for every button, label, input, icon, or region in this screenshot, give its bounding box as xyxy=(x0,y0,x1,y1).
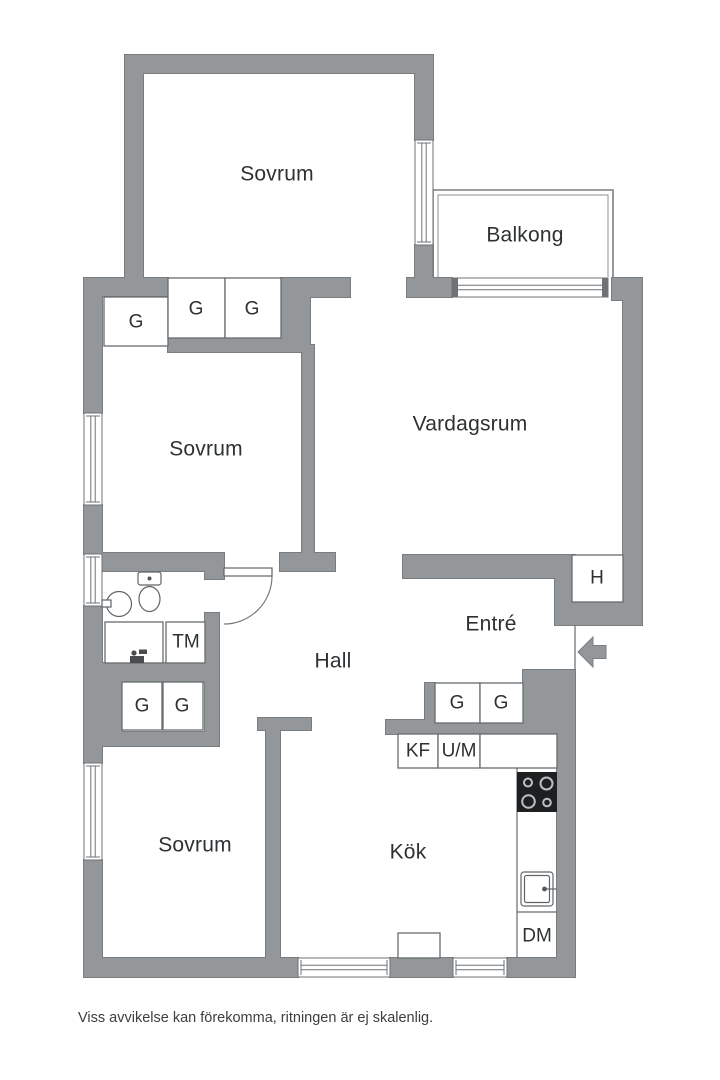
wall-segment xyxy=(302,345,314,555)
stove-symbol xyxy=(517,772,557,812)
wall-segment xyxy=(403,555,575,578)
wall-segment xyxy=(84,606,102,763)
closet-box xyxy=(479,733,558,769)
wall-segment xyxy=(425,683,435,725)
wall-segment xyxy=(205,571,224,579)
window-symbol xyxy=(452,957,508,978)
toilet-symbol xyxy=(137,571,162,613)
wall-segment xyxy=(281,278,310,352)
closet-box xyxy=(434,682,481,724)
window-symbol xyxy=(414,139,434,246)
door-swing-arc xyxy=(223,575,273,625)
door-leaf xyxy=(223,567,273,577)
windows xyxy=(83,139,609,978)
closet-box xyxy=(167,277,226,339)
closet-box xyxy=(437,733,481,769)
wall-segment xyxy=(415,55,433,140)
wall-segment xyxy=(623,278,642,625)
closet-box xyxy=(397,932,441,959)
wall-segment xyxy=(407,278,452,297)
wall-segment xyxy=(84,732,218,746)
wall-segment xyxy=(84,860,102,977)
closet-boxes xyxy=(103,277,624,959)
wall-segment xyxy=(102,553,224,571)
wall-segment xyxy=(555,555,575,602)
wall-segment xyxy=(84,278,168,296)
wall-segment xyxy=(205,613,219,746)
window-symbol xyxy=(451,277,609,298)
wall-segment xyxy=(84,505,102,554)
wall-segment xyxy=(168,338,310,352)
disclaimer-text: Viss avvikelse kan förekomma, ritningen … xyxy=(78,1010,434,1026)
closet-box xyxy=(162,681,204,731)
closet-box xyxy=(103,296,169,347)
wall-segment xyxy=(507,958,575,977)
wall-segment xyxy=(266,718,280,958)
door-swing xyxy=(223,567,273,625)
wall-segment xyxy=(102,682,122,732)
closet-box xyxy=(571,554,624,603)
wall-segment xyxy=(523,670,557,734)
closet-box xyxy=(224,277,282,339)
kitchen-sink-symbol xyxy=(520,871,557,907)
wall-segment xyxy=(125,55,143,296)
balcony-outline xyxy=(432,189,614,277)
entrance-arrow-icon xyxy=(577,635,607,669)
closet-box xyxy=(121,681,163,731)
walls xyxy=(84,55,642,977)
wall-segment xyxy=(390,958,453,977)
closet-box xyxy=(397,733,439,769)
wall-segment xyxy=(555,602,642,625)
window-symbol xyxy=(83,553,103,607)
closet-box xyxy=(479,682,524,724)
wall-segment xyxy=(310,278,350,297)
wall-segment xyxy=(102,663,205,682)
window-symbol xyxy=(297,957,391,978)
shower-mixer-icon xyxy=(130,649,147,663)
wall-segment xyxy=(557,670,575,977)
window-symbol xyxy=(83,762,103,861)
wall-segment xyxy=(125,55,433,73)
sink-symbol xyxy=(101,590,133,618)
wall-segment xyxy=(258,718,311,730)
wall-segment xyxy=(84,296,102,413)
wall-segment xyxy=(102,958,298,977)
closet-box xyxy=(165,621,206,664)
wall-segment xyxy=(280,553,335,571)
window-symbol xyxy=(83,412,103,506)
